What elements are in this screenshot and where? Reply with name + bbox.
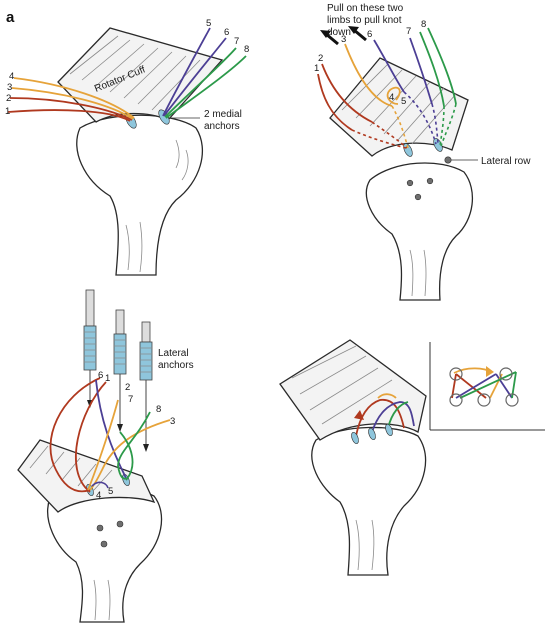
suture-7-under [439, 105, 445, 147]
suture-number-5: 5 [401, 96, 406, 107]
suture-number-8: 8 [244, 44, 249, 55]
medial-anchors-label-line1: 2 medial [204, 109, 242, 120]
suture-number-7: 7 [234, 36, 239, 47]
pull-arrow-right-head [348, 26, 359, 34]
suture-2 [9, 97, 133, 121]
medial-anchors-label-line2: anchors [204, 121, 240, 132]
inset-lateral-anchor-3 [505, 393, 519, 407]
suture-knot [386, 86, 401, 105]
humerus-bone [311, 426, 427, 576]
suture-5 [162, 27, 211, 117]
suture-7 [164, 47, 237, 118]
suture-1 [317, 73, 353, 131]
suture-7 [419, 31, 445, 107]
anchor-inserter-2 [113, 309, 127, 432]
suture-5 [373, 39, 405, 93]
suture-6 [163, 37, 227, 117]
anchor-inserter-1 [83, 289, 97, 408]
suture-1 [7, 109, 131, 122]
inset-lateral-anchor-1 [449, 393, 463, 407]
suture-number-2: 2 [125, 382, 130, 393]
suture-3 [11, 87, 134, 120]
lateral-anchors-label-line1: Lateral [158, 348, 189, 359]
suture-8 [427, 27, 457, 105]
suture-7 [87, 399, 119, 491]
suture-number-8: 8 [156, 404, 161, 415]
lateral-anchor-3 [385, 423, 393, 437]
suture-8 [165, 55, 247, 119]
inset-lateral-anchor-2 [477, 393, 491, 407]
suture-number-2: 2 [6, 93, 11, 104]
panel-knot-tying: 1 2 3 4 5 6 7 8 Pull on these two limbs … [314, 3, 531, 301]
suture-4 [13, 77, 135, 119]
bone-hole [100, 540, 108, 548]
bone-hole [96, 524, 104, 532]
suture-number-5: 5 [108, 486, 113, 497]
lateral-row-label: Lateral row [481, 156, 531, 167]
suture-number-7: 7 [128, 394, 133, 405]
lateral-anchor-1 [351, 431, 359, 445]
suture-number-6: 6 [367, 29, 372, 40]
pull-arrow-left [325, 32, 339, 46]
suture-number-3: 3 [170, 416, 175, 427]
suture-purple-bridge [371, 401, 415, 433]
inset-medial-anchor-1 [449, 367, 463, 381]
humerus-bone [365, 162, 474, 301]
suture-number-4: 4 [96, 490, 101, 501]
suture-2 [321, 63, 373, 123]
bone-hole [426, 177, 434, 185]
medial-anchor-1 [403, 143, 413, 157]
suture-8 [117, 411, 151, 480]
panel-final-construct [279, 339, 545, 576]
suture-number-3: 3 [341, 34, 346, 45]
suture-5-under [403, 91, 437, 145]
inset-suture-pattern [429, 342, 545, 431]
suture-3 [89, 419, 171, 491]
lateral-anchor-2 [368, 427, 376, 441]
lateral-anchors-label-line2: anchors [158, 360, 194, 371]
suture-red-bridge [355, 398, 405, 437]
pull-arrow-left-head [320, 30, 331, 38]
inset-medial-anchor-2 [499, 367, 513, 381]
suture-5-loop [91, 481, 109, 489]
suture-number-8: 8 [421, 19, 426, 30]
suture-number-5: 5 [206, 18, 211, 29]
suture-number-4: 4 [389, 92, 394, 103]
suture-number-6: 6 [224, 27, 229, 38]
panel-letter: a [6, 9, 15, 26]
pull-instruction-line2: limbs to pull knot [327, 15, 402, 26]
bone-hole [406, 179, 414, 187]
suture-1 [49, 377, 101, 493]
suture-number-1: 1 [5, 106, 10, 117]
suture-green-loop [119, 431, 134, 481]
suture-number-1: 1 [105, 373, 110, 384]
suture-3 [344, 43, 393, 107]
suture-number-3: 3 [7, 82, 12, 93]
suture-6 [95, 379, 127, 479]
suture-number-7: 7 [406, 26, 411, 37]
humerus-bone [76, 114, 204, 276]
suture-number-4: 4 [9, 71, 14, 82]
pull-instruction-line3: down [327, 27, 351, 38]
suture-6 [409, 37, 433, 105]
pull-instruction-line1: Pull on these two [327, 3, 404, 14]
panel-lateral-anchors: 1 2 3 4 5 6 7 8 Lateral anchors [17, 289, 194, 623]
pull-arrow-right [353, 28, 367, 42]
lateral-row-hole [444, 156, 452, 164]
suture-green-bridge [387, 401, 409, 429]
bone-hole [116, 520, 124, 528]
suture-number-2: 2 [318, 53, 323, 64]
suture-number-6: 6 [98, 370, 103, 381]
suture-red-tail [354, 410, 364, 420]
suture-orange-knot [377, 393, 397, 399]
suture-number-1: 1 [314, 63, 319, 74]
anchor-inserter-3 [139, 321, 153, 452]
suture-6-under [431, 103, 439, 145]
bone-hole [414, 193, 422, 201]
rotator-cuff-tendon [279, 339, 427, 441]
panel-medial-anchors: 1 2 3 4 5 6 7 8 Rotator Cuff 2 medial an… [5, 18, 249, 276]
